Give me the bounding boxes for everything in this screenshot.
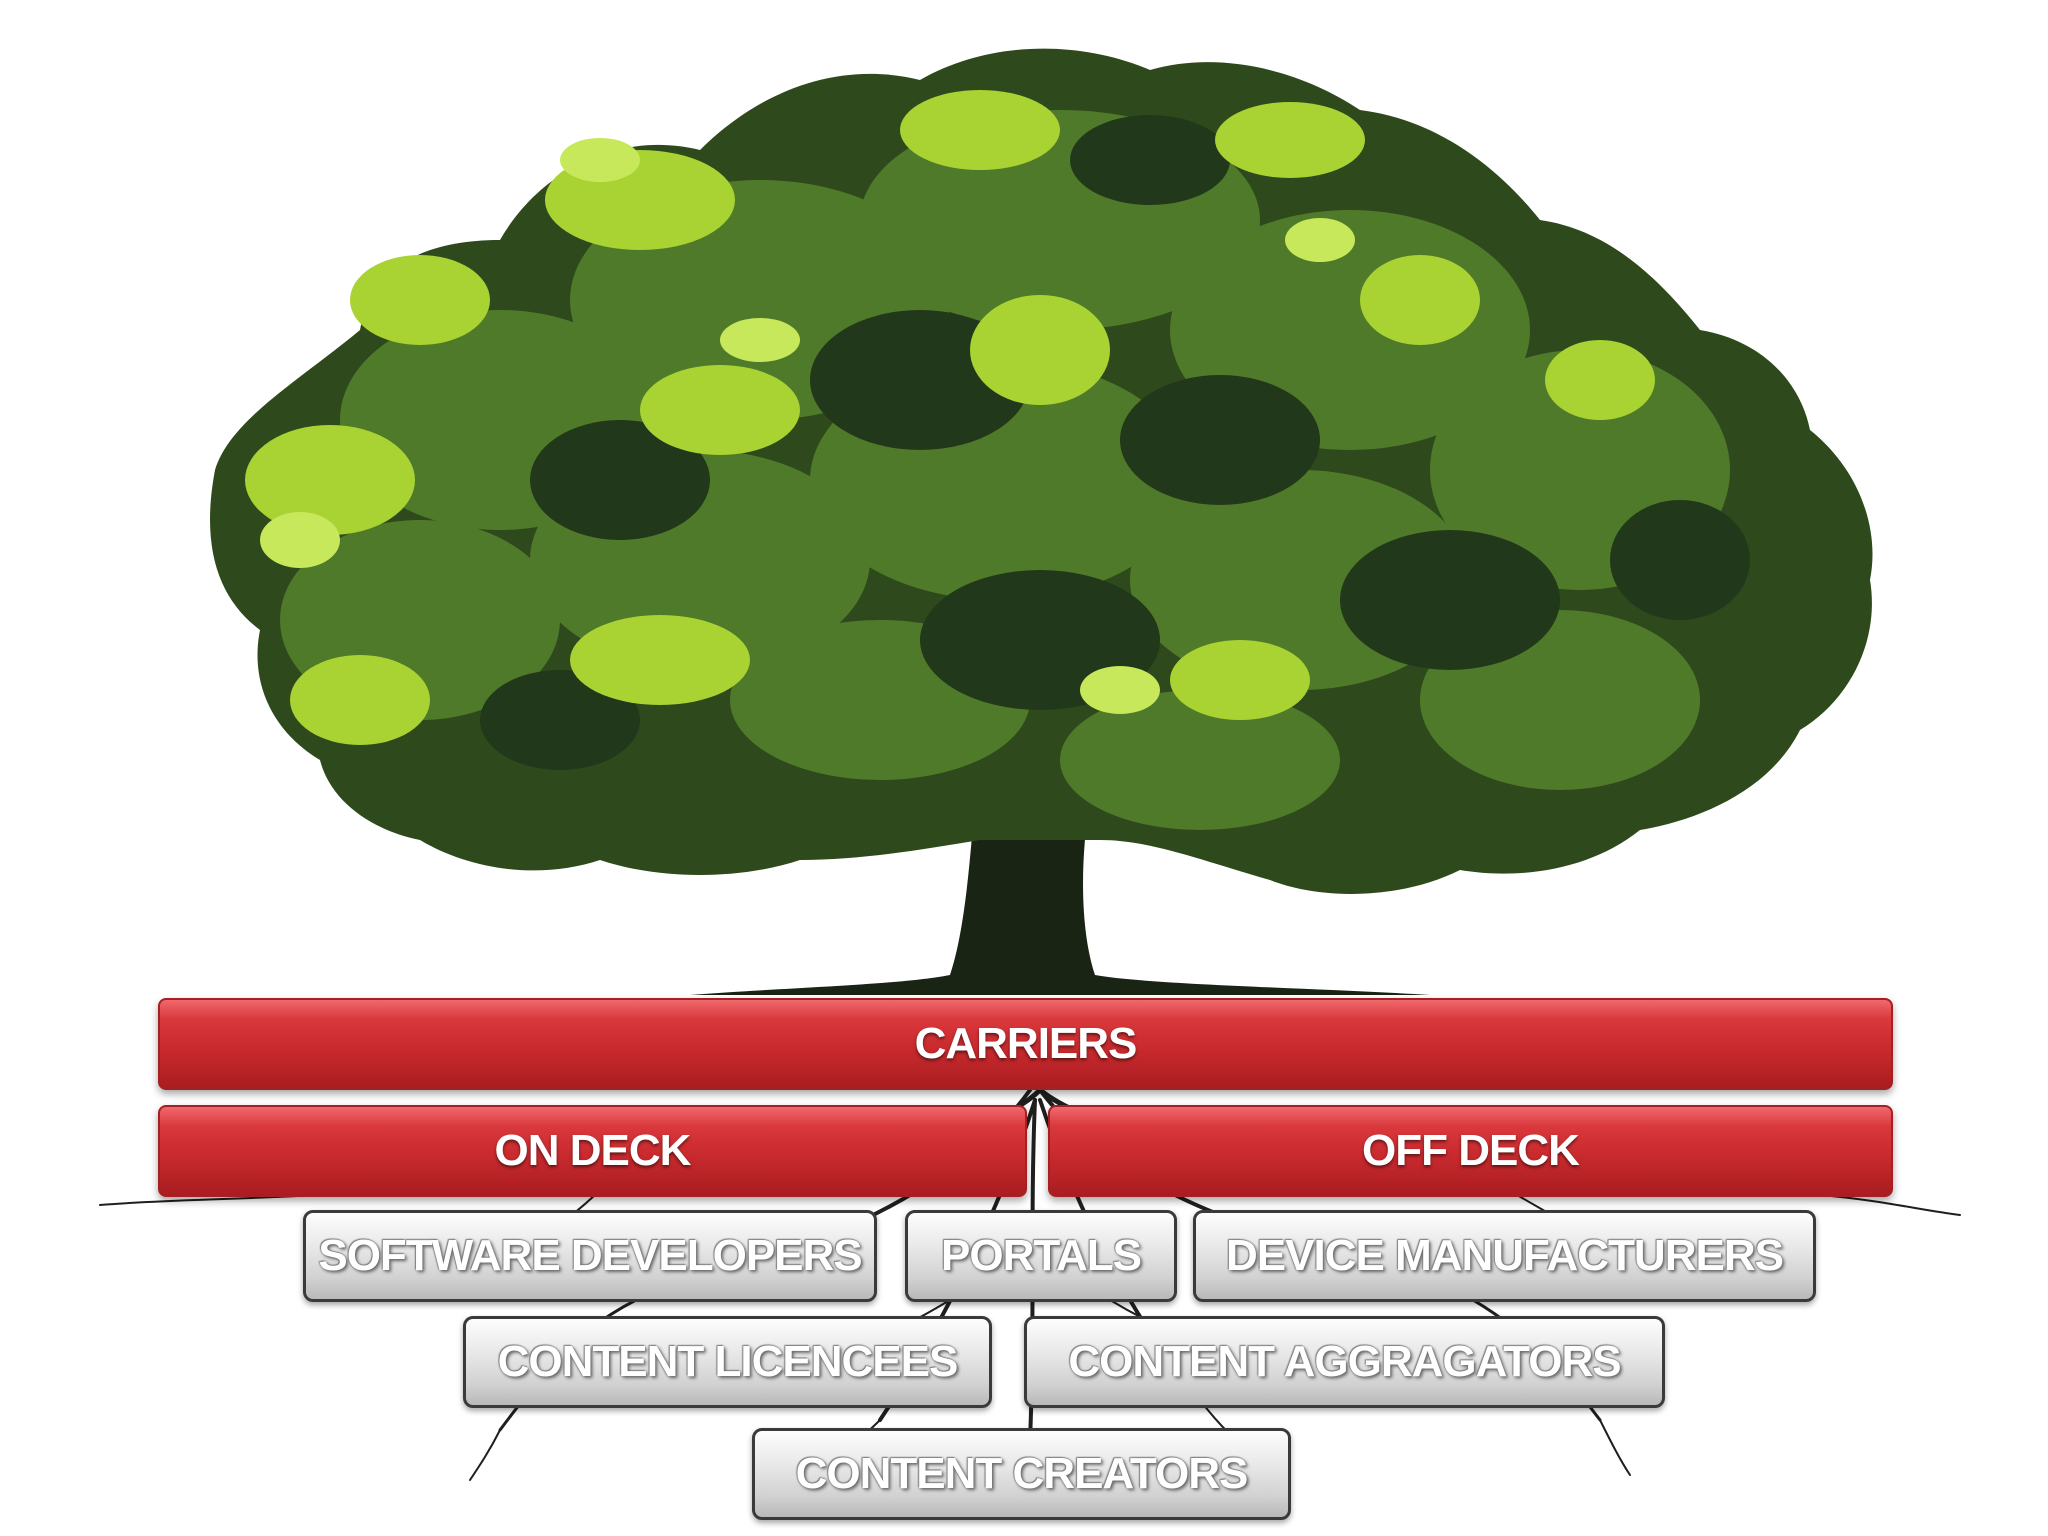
carriers-bar: CARRIERS — [158, 998, 1893, 1090]
on-deck-bar: ON DECK — [158, 1105, 1027, 1197]
tree-foliage — [210, 48, 1873, 894]
device-manufacturers-bar: DEVICE MANUFACTURERS — [1193, 1210, 1816, 1302]
tree-trunk — [690, 720, 1430, 995]
content-aggragators-bar: CONTENT AGGRAGATORS — [1024, 1316, 1665, 1408]
portals-bar: PORTALS — [905, 1210, 1177, 1302]
off-deck-bar: OFF DECK — [1048, 1105, 1893, 1197]
content-licencees-bar: CONTENT LICENCEES — [463, 1316, 992, 1408]
software-developers-bar: SOFTWARE DEVELOPERS — [303, 1210, 877, 1302]
content-creators-bar: CONTENT CREATORS — [752, 1428, 1291, 1520]
